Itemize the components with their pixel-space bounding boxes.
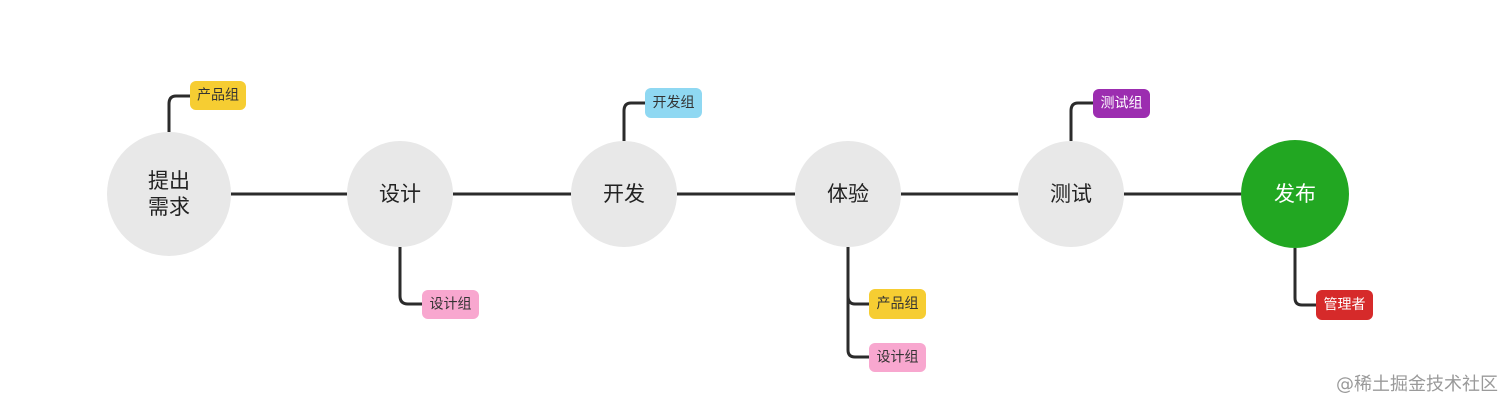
stage-circle — [795, 141, 901, 247]
team-tag-label: 产品组 — [877, 296, 919, 312]
team-tag-label: 测试组 — [1101, 96, 1143, 112]
stage-label: 设计 — [379, 182, 421, 206]
team-tag-label: 管理者 — [1324, 297, 1366, 313]
stage-label: 发布 — [1274, 182, 1316, 206]
stage-node: 体验 — [795, 141, 901, 247]
team-tag-box — [1093, 89, 1150, 118]
team-tag-label: 设计组 — [877, 350, 919, 366]
stage-circle — [107, 132, 231, 256]
team-tag-box — [190, 81, 246, 110]
team-tag: 测试组 — [1093, 89, 1150, 118]
team-tag-box — [422, 290, 479, 319]
team-tag: 设计组 — [869, 343, 926, 372]
stage-circle — [1241, 140, 1349, 248]
tag-connector — [846, 247, 869, 306]
stage-label: 体验 — [827, 182, 869, 206]
team-tag: 管理者 — [1316, 290, 1373, 320]
team-tag: 开发组 — [645, 88, 702, 118]
team-tag: 产品组 — [869, 289, 926, 319]
tag-connector — [1069, 101, 1093, 141]
stage-label: 提出需求 — [148, 169, 190, 219]
stage-node: 提出需求 — [107, 132, 231, 256]
team-tag-label: 设计组 — [430, 297, 472, 313]
stage-node: 设计 — [347, 141, 453, 247]
stage-node: 测试 — [1018, 141, 1124, 247]
node-layer: 提出需求 设计 开发 体验 测试 发布 — [107, 132, 1349, 256]
tag-connector — [167, 94, 190, 132]
team-tag-label: 产品组 — [197, 88, 239, 104]
team-tag-box — [869, 289, 926, 319]
team-tag-box — [1316, 290, 1373, 320]
stage-circle — [1018, 141, 1124, 247]
tag-connector — [622, 101, 645, 141]
team-tag-box — [645, 88, 702, 118]
stage-circle — [347, 141, 453, 247]
team-tag-box — [869, 343, 926, 372]
team-tag: 产品组 — [190, 81, 246, 110]
team-tag: 设计组 — [422, 290, 479, 319]
stage-node: 发布 — [1241, 140, 1349, 248]
tag-connector — [398, 247, 422, 306]
stage-label: 开发 — [603, 182, 645, 206]
tag-connector — [846, 247, 869, 359]
watermark: @稀土掘金技术社区 — [1336, 374, 1498, 395]
stage-node: 开发 — [571, 141, 677, 247]
team-tag-label: 开发组 — [653, 95, 695, 111]
stage-circle — [571, 141, 677, 247]
tag-connector — [1293, 248, 1316, 307]
stage-label: 测试 — [1050, 182, 1092, 206]
connector-layer — [167, 94, 1316, 359]
